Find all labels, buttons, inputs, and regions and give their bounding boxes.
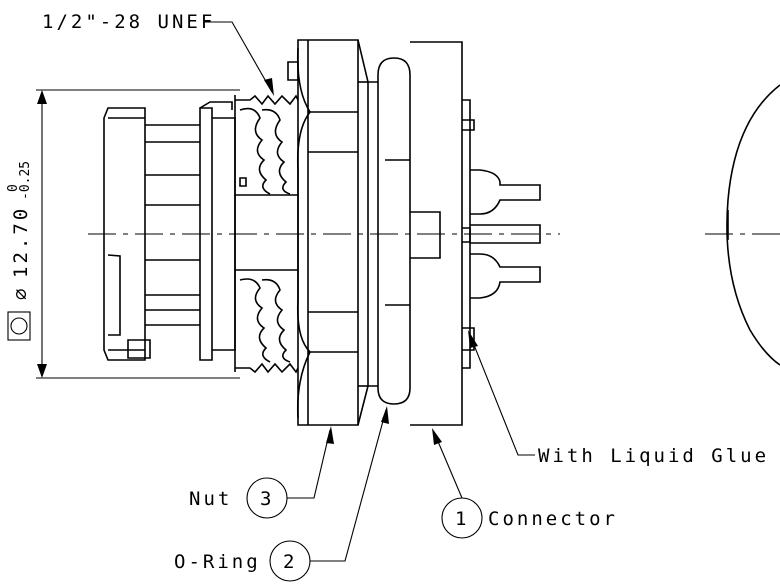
- callout-number-1: 1: [455, 508, 466, 530]
- callout-number-3: 3: [260, 488, 271, 510]
- thread-spec-label: 1/2"-28 UNEF: [42, 11, 215, 33]
- tolerance-lower: -0.25: [18, 161, 33, 200]
- callout-nut: 3 Nut: [189, 426, 334, 519]
- end-view-outline: [726, 84, 780, 366]
- callout-connector: 1 Connector: [432, 428, 618, 539]
- callout-name-3: Nut: [189, 488, 232, 510]
- threaded-body: [234, 61, 299, 374]
- glue-note-label: With Liquid Glue: [538, 445, 769, 467]
- hex-nut: [296, 39, 369, 426]
- connector-flange: [368, 41, 475, 426]
- callout-oring: 2 O-Ring: [174, 406, 389, 582]
- tolerance-upper: 0: [6, 184, 21, 192]
- diameter-dimension: ⌀ 12.70 0 -0.25: [6, 89, 240, 379]
- connector-cap: [103, 101, 236, 361]
- thread-callout: 1/2"-28 UNEF: [42, 11, 274, 96]
- callout-number-2: 2: [283, 551, 294, 573]
- o-ring: [377, 57, 411, 405]
- diameter-symbol: ⌀: [10, 286, 32, 300]
- diameter-value: 12.70: [10, 206, 32, 278]
- contact-pins: [470, 169, 541, 299]
- circularity-symbol: [7, 311, 31, 341]
- callout-name-1: Connector: [488, 508, 618, 530]
- glue-callout: With Liquid Glue: [468, 330, 769, 467]
- callout-name-2: O-Ring: [174, 551, 261, 573]
